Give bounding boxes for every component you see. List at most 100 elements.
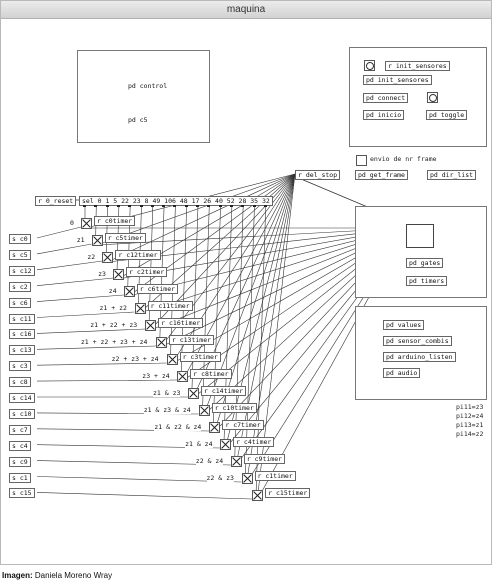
gates-canvas[interactable] — [406, 224, 434, 248]
state-toggle[interactable] — [188, 388, 199, 399]
send-s-c2[interactable]: s c2 — [9, 281, 31, 292]
send-s-c11[interactable]: s c11 — [9, 313, 35, 324]
select-outlet — [252, 205, 256, 207]
wire — [117, 173, 296, 280]
receive-timer[interactable]: r c11timer — [147, 301, 193, 311]
pd-c5-object[interactable]: pd c5 — [128, 116, 148, 124]
pd-gates[interactable]: pd gates — [406, 258, 444, 268]
pd-control-object[interactable]: pd control — [128, 82, 168, 90]
state-toggle[interactable] — [145, 320, 157, 331]
receive-timer[interactable]: r c9timer — [243, 454, 286, 464]
pd-timers[interactable]: pd timers — [406, 276, 448, 286]
receive-reset[interactable]: r 0_reset — [35, 196, 77, 206]
init-sensors-bang[interactable] — [364, 60, 375, 71]
send-s-c6[interactable]: s c6 — [9, 297, 31, 308]
wire — [148, 204, 154, 321]
wire — [36, 260, 103, 271]
wire — [107, 173, 296, 263]
state-toggle[interactable] — [102, 252, 114, 263]
pd-values[interactable]: pd values — [383, 320, 425, 330]
patch-canvas[interactable]: pd control pd c5 r init_sensores pd init… — [1, 19, 491, 565]
pd-toggle[interactable]: pd toggle — [426, 110, 468, 120]
state-toggle[interactable] — [241, 473, 253, 484]
state-toggle[interactable] — [91, 235, 103, 246]
caption-prefix: Imagen: — [2, 571, 33, 580]
pd-audio[interactable]: pd audio — [383, 368, 421, 378]
state-toggle[interactable] — [209, 422, 221, 433]
pd-dir-list[interactable]: pd dir_list — [427, 170, 477, 180]
combination-label: z1 & z3 & z4 — [143, 406, 191, 414]
state-toggle[interactable] — [198, 405, 210, 416]
receive-timer[interactable]: r c4timer — [233, 437, 275, 447]
wire — [256, 173, 296, 501]
frame-toggle[interactable] — [356, 155, 367, 166]
receive-timer[interactable]: r c5timer — [104, 233, 146, 243]
receive-init-sensores[interactable]: r init_sensores — [385, 61, 450, 71]
send-s-c5[interactable]: s c5 — [9, 249, 31, 260]
receive-timer[interactable]: r c3timer — [179, 352, 221, 362]
state-toggle[interactable] — [155, 337, 167, 348]
pin-map-3: pi13=z1 — [456, 421, 484, 429]
send-s-c12[interactable]: s c12 — [9, 265, 35, 276]
state-toggle[interactable] — [81, 218, 92, 229]
select-outlet — [241, 205, 245, 207]
combination-label: z1 + z2 + z3 + z4 — [80, 338, 148, 346]
state-toggle[interactable] — [230, 456, 242, 467]
state-toggle[interactable] — [252, 490, 264, 501]
send-s-c4[interactable]: s c4 — [9, 440, 31, 451]
wire — [36, 243, 92, 255]
receive-timer[interactable]: r c16timer — [158, 318, 204, 328]
receive-timer[interactable]: r c7timer — [222, 420, 264, 430]
wire — [36, 226, 82, 239]
select-outlet — [94, 205, 98, 207]
send-s-c10[interactable]: s c10 — [9, 408, 35, 419]
wire — [36, 294, 124, 302]
pd-init-sensores[interactable]: pd init_sensores — [363, 75, 432, 85]
send-s-c16[interactable]: s c16 — [9, 329, 35, 340]
receive-timer[interactable]: r c2timer — [126, 267, 168, 277]
image-caption: Imagen: Daniela Moreno Wray — [2, 571, 112, 580]
receive-timer[interactable]: r c12timer — [115, 250, 161, 260]
receive-timer[interactable]: r c6timer — [136, 284, 179, 294]
receive-timer[interactable]: r c8timer — [190, 369, 232, 379]
send-s-c7[interactable]: s c7 — [9, 424, 31, 435]
send-s-c14[interactable]: s c14 — [9, 393, 35, 403]
state-toggle[interactable] — [134, 303, 146, 314]
combination-label: 0 — [70, 219, 74, 227]
select-outlet — [184, 205, 188, 207]
select-outlet — [162, 205, 166, 207]
receive-timer[interactable]: r c13timer — [168, 335, 215, 345]
state-toggle[interactable] — [166, 354, 178, 365]
receive-timer[interactable]: r c10timer — [211, 403, 257, 413]
wire — [36, 277, 114, 286]
send-s-c9[interactable]: s c9 — [9, 456, 31, 467]
pd-get-frame[interactable]: pd get_frame — [355, 170, 408, 180]
pin-map-1: pi11=z3 — [456, 403, 484, 411]
state-toggle[interactable] — [220, 439, 232, 450]
receive-timer[interactable]: r c14timer — [201, 386, 247, 396]
state-toggle[interactable] — [123, 286, 135, 297]
pd-arduino-listen[interactable]: pd arduino_listen — [383, 352, 456, 362]
pd-connect[interactable]: pd connect — [363, 93, 409, 103]
state-toggle[interactable] — [177, 371, 189, 382]
wire — [235, 173, 296, 467]
select-outlet — [196, 205, 199, 207]
pd-sensor-combis[interactable]: pd sensor_combis — [383, 336, 452, 346]
wire — [213, 204, 221, 423]
wire — [255, 204, 267, 491]
select-outlet — [207, 205, 211, 207]
state-toggle[interactable] — [113, 269, 125, 280]
receive-timer[interactable]: r c0timer — [94, 216, 136, 226]
receive-del-stop[interactable]: r del_stop — [295, 170, 341, 180]
receive-timer[interactable]: r c1timer — [254, 471, 296, 481]
toggle-bang[interactable] — [427, 92, 438, 103]
pd-inicio[interactable]: pd inicio — [363, 110, 405, 120]
send-s-c0[interactable]: s c0 — [9, 234, 31, 244]
send-s-c3[interactable]: s c3 — [9, 361, 31, 372]
send-s-c1[interactable]: s c1 — [9, 472, 31, 483]
send-s-c8[interactable]: s c8 — [9, 377, 31, 388]
receive-timer[interactable]: r c15timer — [265, 488, 311, 498]
send-s-c15[interactable]: s c15 — [9, 488, 35, 499]
send-s-c13[interactable]: s c13 — [9, 345, 35, 356]
combination-label: z2 & z3 — [206, 474, 234, 482]
